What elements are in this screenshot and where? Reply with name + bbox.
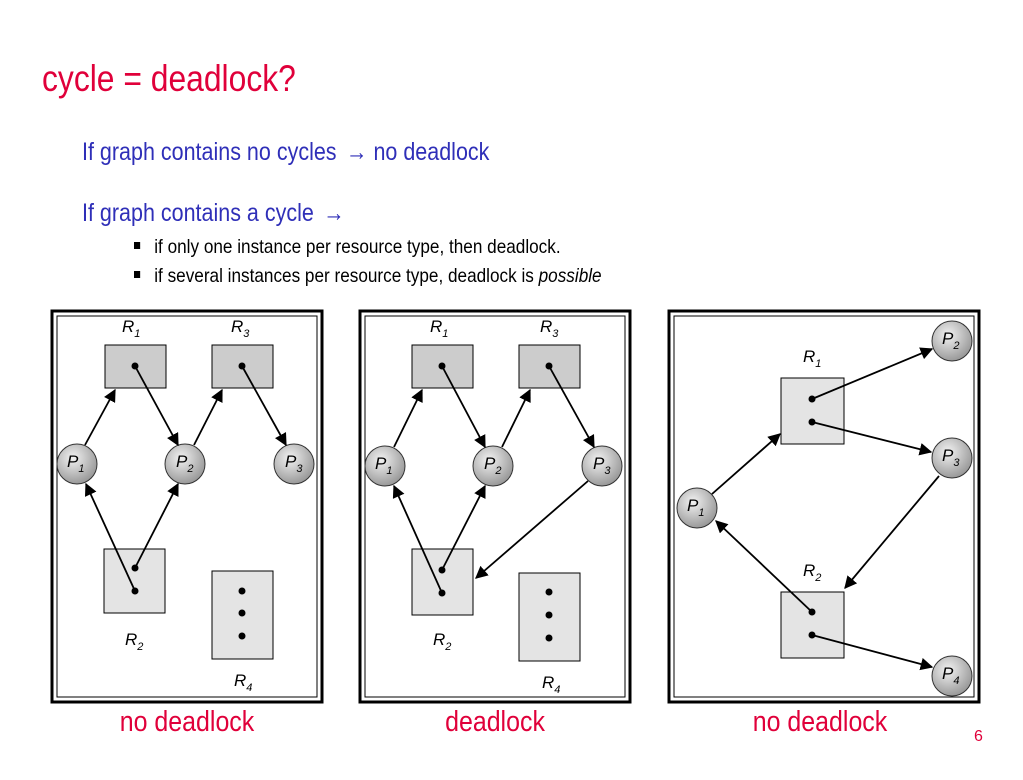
process-p1 bbox=[364, 445, 406, 487]
caption-deadlock: deadlock bbox=[445, 706, 545, 738]
label-r1: R1 bbox=[122, 317, 140, 340]
point-no-cycles: If graph contains no cycles → no deadloc… bbox=[82, 138, 489, 167]
square-bullet-icon bbox=[134, 242, 141, 250]
page-number: 6 bbox=[974, 728, 983, 745]
arrow-right-icon: → bbox=[323, 199, 345, 227]
label-p2: P2 bbox=[484, 454, 501, 477]
label-r3: R3 bbox=[231, 317, 250, 340]
edge-p3-to-r2 bbox=[475, 480, 589, 579]
process-p1 bbox=[676, 487, 718, 529]
resource-r2 bbox=[411, 548, 474, 616]
caption-no-deadlock-2: no deadlock bbox=[752, 706, 888, 738]
sub-bullet-2-emphasis: possible bbox=[538, 265, 602, 287]
label-p2: P2 bbox=[176, 452, 193, 475]
point-no-cycles-text: If graph contains no cycles bbox=[82, 138, 337, 166]
label-r4: R4 bbox=[234, 671, 252, 694]
edge-p3-to-r2 bbox=[844, 475, 940, 589]
arrow-right-icon: → bbox=[345, 138, 368, 166]
edge-p1-to-r1 bbox=[393, 388, 423, 448]
caption-no-deadlock-1: no deadlock bbox=[119, 706, 255, 738]
sub-bullet-2-text: if several instances per resource type, … bbox=[154, 265, 539, 287]
process-p2 bbox=[164, 443, 206, 485]
resource-r1 bbox=[780, 377, 845, 445]
edge-r3-to-p3 bbox=[548, 365, 595, 449]
panel-frame bbox=[667, 309, 981, 704]
label-r4: R4 bbox=[542, 673, 560, 696]
point-no-cycles-result: no deadlock bbox=[373, 138, 490, 166]
edge-r1-to-p2 bbox=[441, 365, 486, 449]
sub-bullet-1-text: if only one instance per resource type, … bbox=[154, 236, 561, 258]
label-p1: P1 bbox=[687, 496, 704, 519]
process-p1 bbox=[56, 443, 98, 485]
process-p4 bbox=[931, 655, 973, 697]
resource-r4 bbox=[518, 572, 581, 662]
process-p2 bbox=[472, 445, 514, 487]
label-p1: P1 bbox=[375, 454, 392, 477]
label-r1: R1 bbox=[430, 317, 448, 340]
label-r3: R3 bbox=[540, 317, 559, 340]
process-p3 bbox=[581, 445, 623, 487]
resource-r2 bbox=[780, 591, 845, 659]
edge-r1-to-p2 bbox=[134, 365, 179, 447]
point-contains-cycle: If graph contains a cycle → bbox=[82, 199, 345, 228]
edge-p1-to-r1 bbox=[84, 388, 116, 446]
label-p1: P1 bbox=[67, 452, 84, 475]
edge-r1-to-p3 bbox=[811, 421, 933, 456]
edge-p2-to-r3 bbox=[501, 388, 531, 448]
point-contains-cycle-text: If graph contains a cycle bbox=[82, 199, 314, 227]
sub-bullet-2: if several instances per resource type, … bbox=[134, 265, 602, 288]
process-p2 bbox=[931, 320, 973, 362]
label-r2: R2 bbox=[433, 630, 451, 653]
edge-p2-to-r3 bbox=[193, 388, 223, 446]
label-p4: P4 bbox=[942, 664, 959, 687]
edge-p1-to-r1 bbox=[711, 433, 781, 495]
resource-r2 bbox=[103, 548, 166, 614]
label-r2: R2 bbox=[125, 630, 143, 653]
edge-r2-to-p1 bbox=[392, 484, 443, 594]
slide-title: cycle = deadlock? bbox=[42, 58, 296, 99]
edge-r1-to-p2 bbox=[811, 347, 934, 400]
sub-bullet-1: if only one instance per resource type, … bbox=[134, 236, 561, 259]
panel-frame bbox=[50, 309, 324, 704]
edge-r2-to-p2 bbox=[134, 482, 179, 569]
label-p3: P3 bbox=[285, 452, 303, 475]
label-p2: P2 bbox=[942, 329, 959, 352]
edge-r3-to-p3 bbox=[241, 365, 287, 447]
label-r2: R2 bbox=[803, 561, 821, 584]
edge-r2-to-p2 bbox=[441, 484, 486, 571]
process-p3 bbox=[273, 443, 315, 485]
panel-frame bbox=[358, 309, 632, 704]
edge-r2-to-p1 bbox=[715, 520, 813, 613]
resource-r4 bbox=[211, 570, 274, 660]
edge-r2-to-p4 bbox=[811, 634, 934, 671]
square-bullet-icon bbox=[134, 271, 141, 279]
label-p3: P3 bbox=[593, 454, 611, 477]
label-p3: P3 bbox=[942, 446, 960, 469]
edge-r2-to-p1 bbox=[84, 482, 136, 592]
label-r1: R1 bbox=[803, 347, 821, 370]
process-p3 bbox=[931, 437, 973, 479]
